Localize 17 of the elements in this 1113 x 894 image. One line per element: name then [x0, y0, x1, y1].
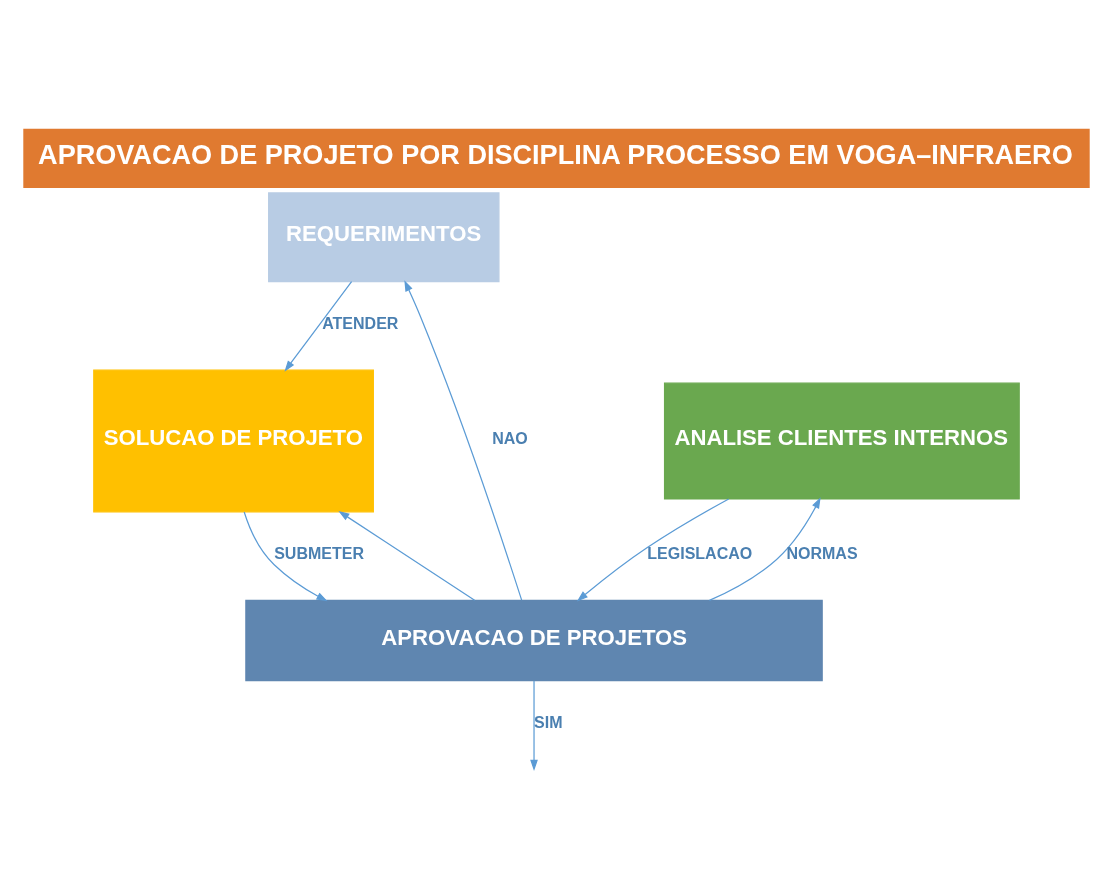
edge-label: ATENDER	[322, 314, 399, 332]
diagram-title: APROVACAO DE PROJETO POR DISCIPLINA PROCESSO EM VOGA–INFRAERO	[38, 139, 1073, 171]
arrow	[338, 510, 476, 601]
arrow	[404, 280, 523, 601]
arrow	[708, 497, 821, 602]
node-box: APROVACAO DE PROJETOS	[245, 599, 823, 682]
arrow	[243, 511, 328, 602]
node-box: ANALISE CLIENTES INTERNOS	[663, 382, 1020, 500]
edge-label: NAO	[492, 429, 528, 447]
edge-label: LEGISLACAO	[647, 545, 753, 563]
edge-label: SUBMETER	[274, 545, 364, 563]
edge-label: NORMAS	[786, 545, 858, 563]
arrow	[284, 281, 353, 372]
arrow	[530, 680, 538, 771]
node-box: REQUERIMENTOS	[268, 192, 500, 283]
arrow	[576, 498, 730, 602]
node-box: SOLUCAO DE PROJETO	[93, 369, 374, 513]
